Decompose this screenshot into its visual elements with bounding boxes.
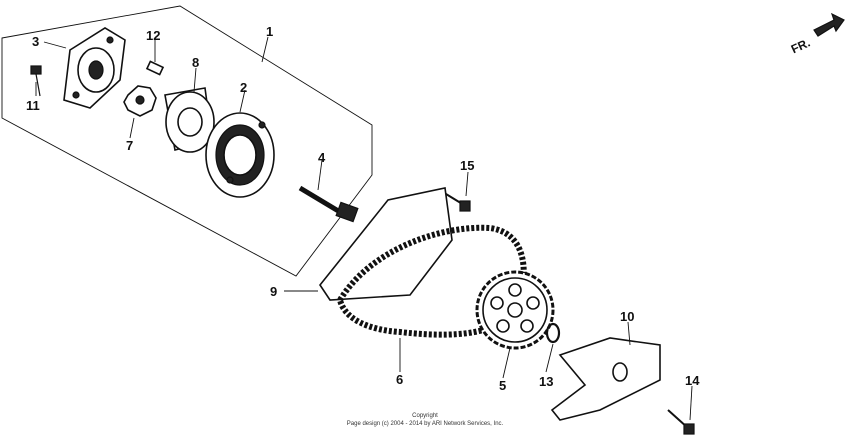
callout-12: 12	[146, 28, 160, 43]
leader-lines	[35, 36, 693, 421]
callout-4: 4	[318, 150, 326, 165]
callout-14: 14	[685, 373, 700, 388]
part-9-guide-plate	[319, 187, 453, 301]
assembly-outline-box	[1, 5, 373, 277]
part-13-snap-ring	[545, 322, 561, 344]
part-11-bolt	[30, 65, 42, 97]
callout-3: 3	[32, 34, 39, 49]
part-10-sprocket-cover	[550, 337, 661, 421]
callout-11: 11	[26, 98, 40, 113]
part-12-dowel-pin	[145, 60, 165, 76]
part-14-bolt	[667, 409, 695, 435]
part-15-bolt	[445, 193, 471, 212]
callout-10: 10	[620, 309, 634, 324]
callout-9: 9	[270, 284, 277, 299]
callout-7: 7	[126, 138, 133, 153]
part-8-outer-rotor	[164, 87, 215, 153]
callout-5: 5	[499, 378, 506, 393]
callout-6: 6	[396, 372, 403, 387]
part-5-driven-sprocket	[475, 270, 555, 350]
front-arrow-icon	[813, 12, 845, 37]
callout-15: 15	[460, 158, 474, 173]
front-direction-label: FR.	[789, 36, 812, 57]
callout-1: 1	[266, 24, 273, 39]
part-7-inner-rotor	[123, 85, 157, 117]
callout-8: 8	[192, 55, 199, 70]
part-4-pump-shaft	[298, 185, 359, 223]
front-direction-indicator: FR.	[789, 12, 845, 57]
callout-2: 2	[240, 80, 247, 95]
part-2-pump-body	[205, 112, 275, 198]
copyright-label: Copyright	[412, 413, 438, 419]
callout-13: 13	[539, 374, 553, 389]
copyright-notice: Page design (c) 2004 - 2014 by ARI Netwo…	[346, 421, 504, 427]
part-3-pump-cover	[63, 27, 126, 109]
